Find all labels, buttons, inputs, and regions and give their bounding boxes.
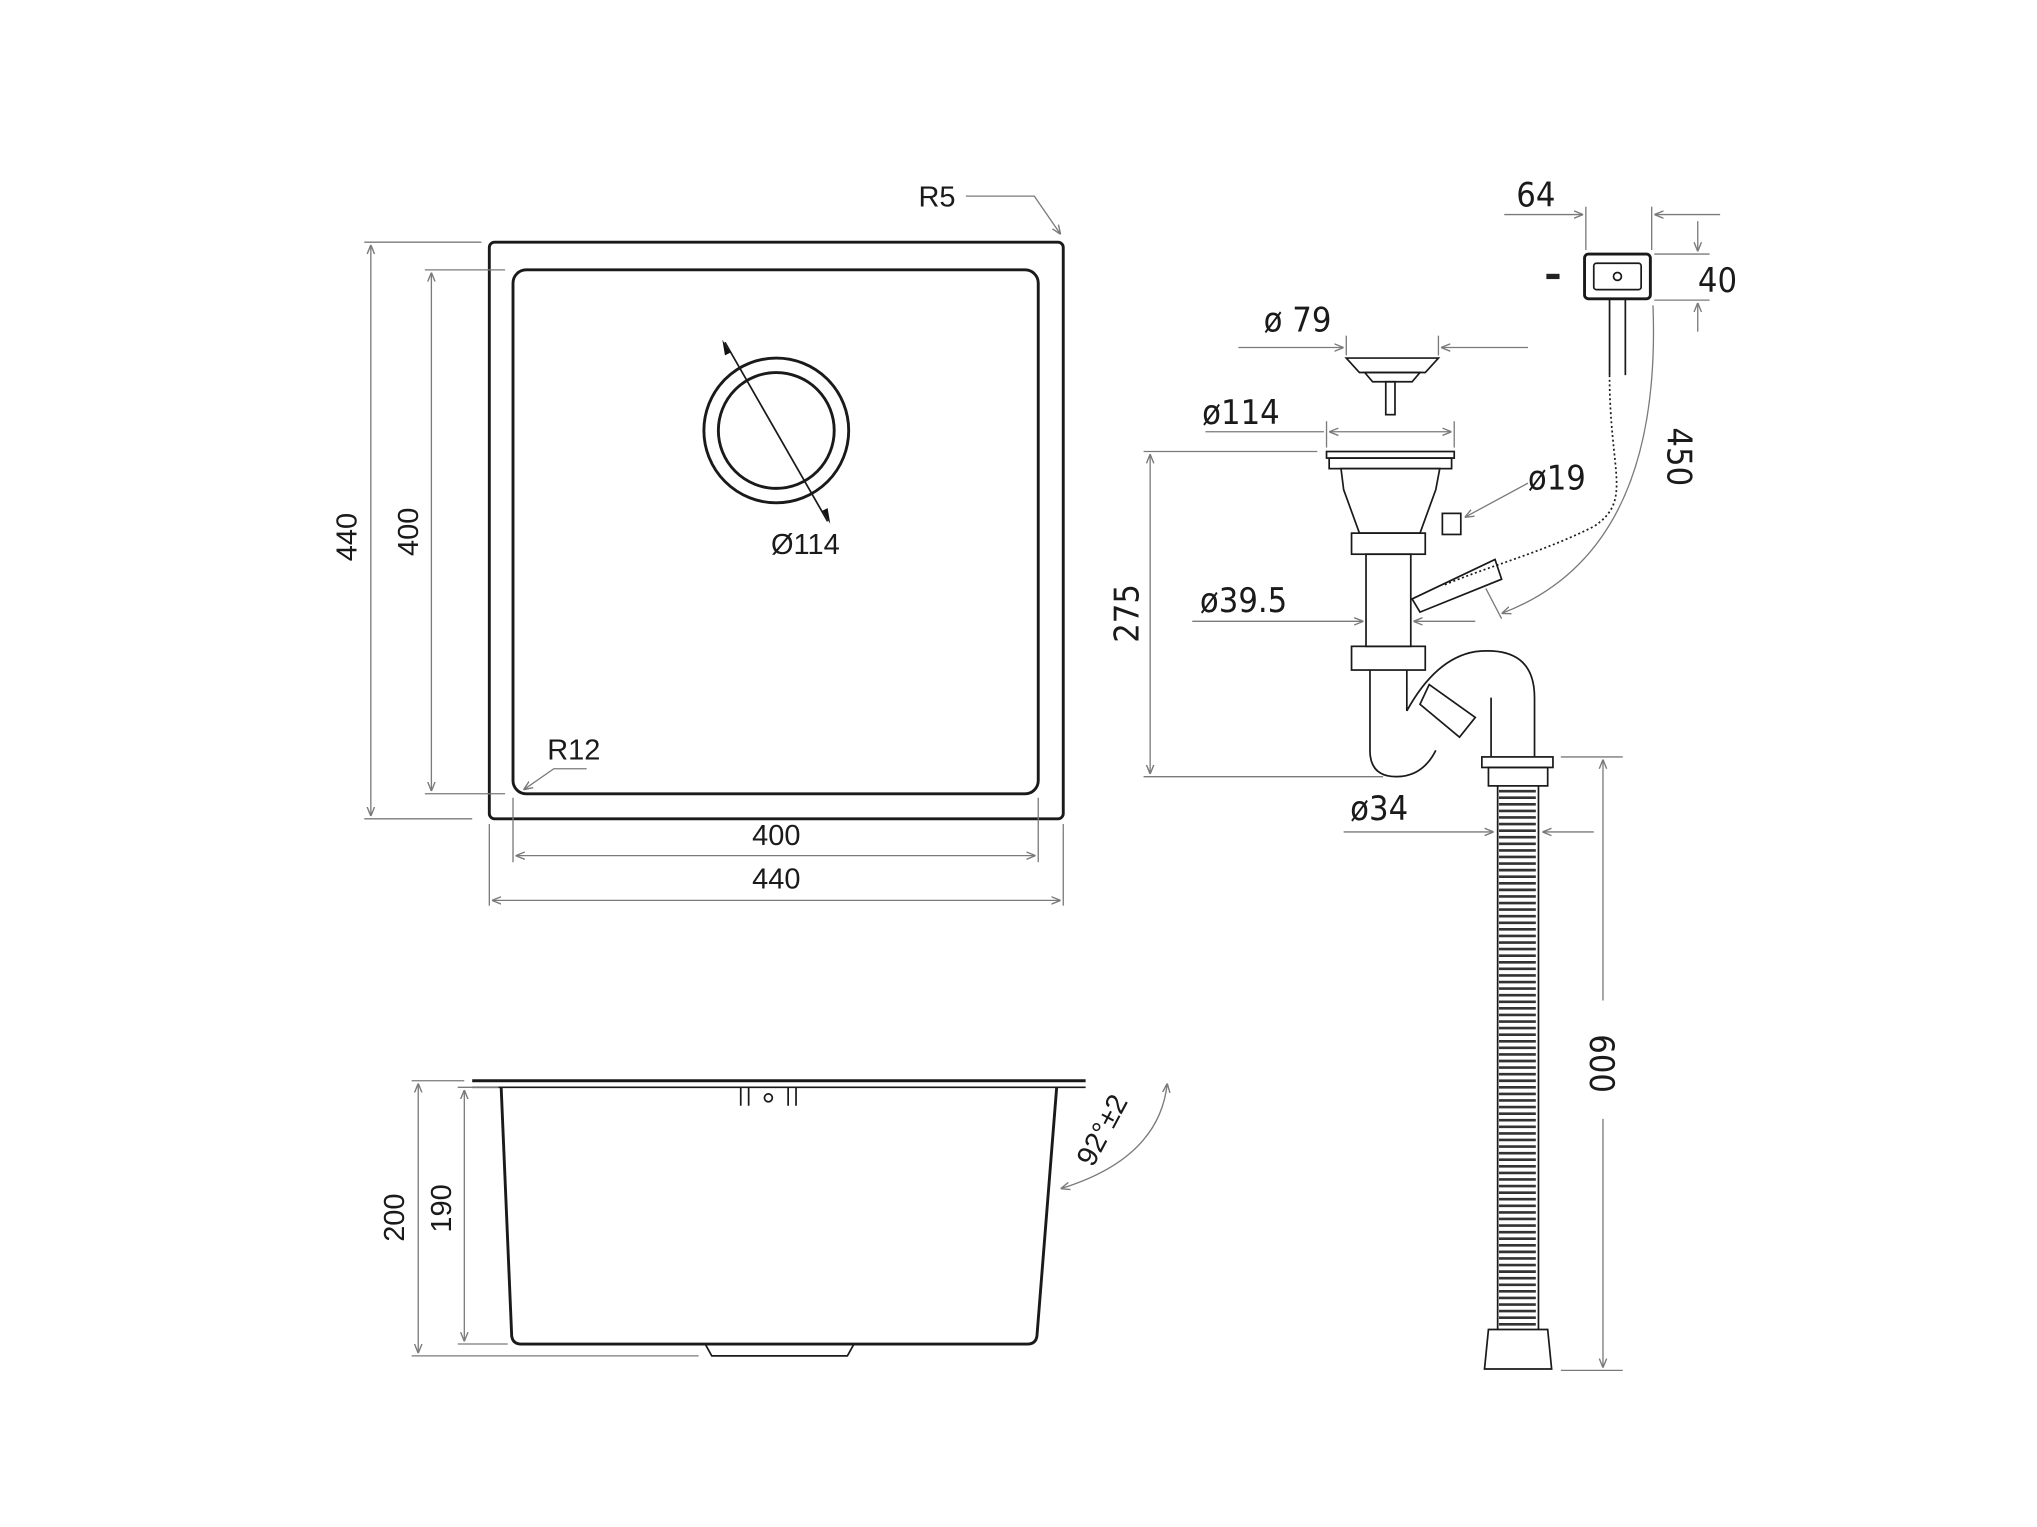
flange-diameter-label: ø114 [1202,393,1280,433]
drain-diameter-label: Ø114 [771,529,840,561]
sink-side-view: 200 190 92°±2 [379,1079,1168,1357]
outlet-hose-length-label: 600 [1581,1034,1621,1093]
inner-width-label: 400 [752,820,800,852]
inner-radius-label: R12 [547,735,600,767]
strainer-diameter-label: ø 79 [1264,301,1332,341]
overflow-hose-length-label: 450 [1658,427,1698,486]
bowl-depth-label: 190 [426,1184,458,1232]
sink-top-view: Ø114 R5 R12 440 400 400 440 [331,182,1065,906]
trap-height-label: 275 [1107,584,1147,643]
total-depth-label: 200 [379,1193,411,1241]
overflow-width-label: 64 [1516,176,1555,216]
outer-radius-label: R5 [918,182,955,214]
drain-kit: 64 40 ø 79 ø114 ø19 450 275 ø39.5 ø34 60… [1107,176,1737,1372]
inner-height-label: 400 [393,508,425,556]
overflow-inlet-diameter-label: ø19 [1528,459,1586,499]
outlet-diameter-label: ø34 [1350,789,1408,829]
outer-width-label: 440 [752,864,800,896]
outer-height-label: 440 [331,513,363,561]
overflow-height-label: 40 [1698,261,1737,301]
wall-angle-label: 92°±2 [1071,1090,1135,1172]
pipe-diameter-label: ø39.5 [1200,581,1287,621]
